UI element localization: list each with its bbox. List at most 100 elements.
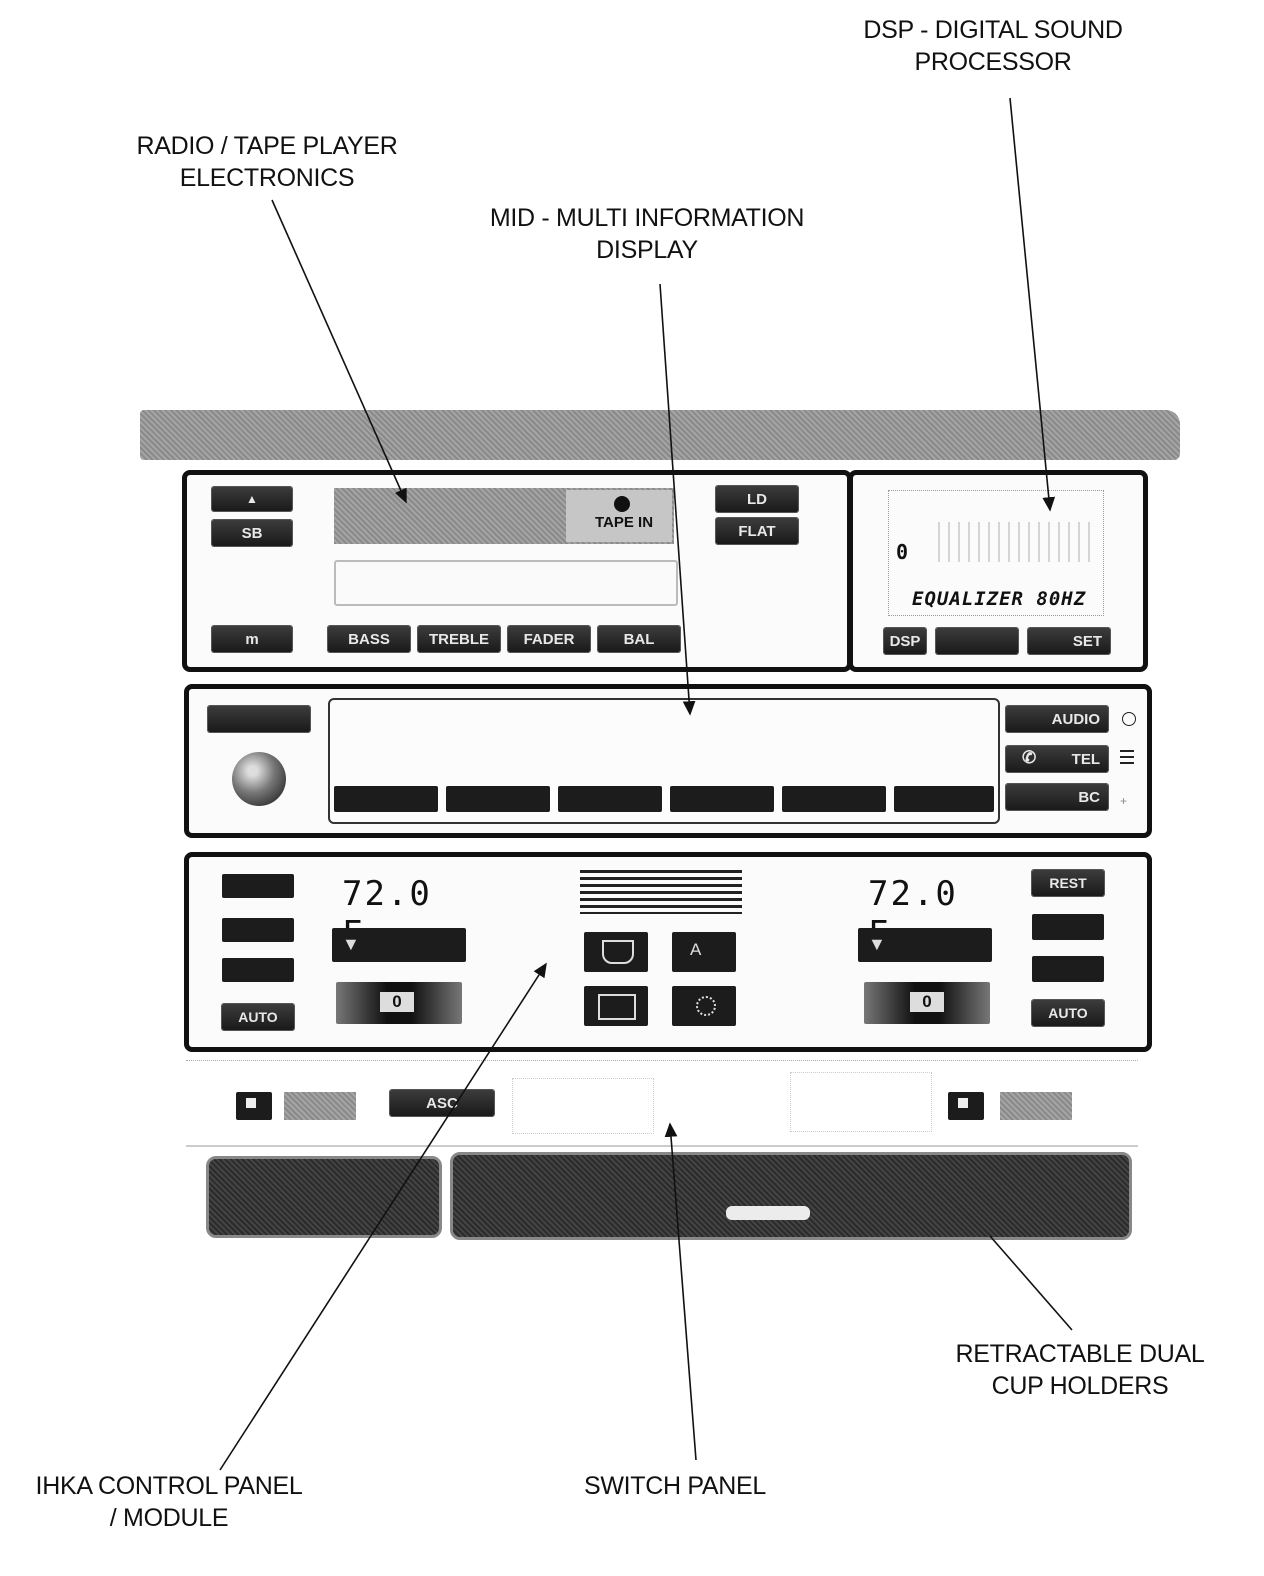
dsp-equalizer-bars (930, 522, 1090, 562)
temp-left-down-button[interactable]: ▼ (332, 928, 466, 962)
cup-holder-left[interactable] (206, 1156, 442, 1238)
dsp-level-value: 0 (896, 540, 909, 564)
asc-button[interactable]: ASC (390, 1090, 494, 1116)
dsp-leader (1009, 97, 1056, 512)
flat-button[interactable]: FLAT (716, 518, 798, 544)
dsp-button[interactable]: DSP (884, 628, 926, 654)
fader-button[interactable]: FADER (508, 626, 590, 652)
mid-callout-line1: MID - MULTI INFORMATION (489, 204, 805, 232)
phone-icon: ✆ (1022, 748, 1037, 767)
eject-button[interactable]: ▲ (212, 487, 292, 511)
dsp-callout-line1: DSP - DIGITAL SOUND (863, 16, 1123, 44)
switch-blank-1 (512, 1078, 654, 1134)
radio-display (334, 560, 678, 606)
tel-button[interactable]: ✆ TEL (1006, 746, 1108, 772)
set-button[interactable]: SET (1028, 628, 1110, 654)
ihka-callout-line1: IHKA CONTROL PANEL (35, 1472, 303, 1500)
fan-right-control[interactable]: 0 (864, 982, 990, 1024)
audio-button[interactable]: AUDIO (1006, 706, 1108, 732)
ihka-right-button-2[interactable] (1032, 914, 1104, 940)
mid-soft-key-3[interactable] (558, 786, 662, 812)
mid-top-left-button[interactable] (208, 706, 310, 732)
mid-rotary-knob[interactable] (232, 752, 286, 806)
bass-button[interactable]: BASS (328, 626, 410, 652)
windshield-defrost-icon (602, 940, 634, 964)
ld-button[interactable]: LD (716, 486, 798, 512)
ihka-leader (219, 962, 547, 1471)
auto-airflow-button[interactable]: A (672, 932, 736, 972)
switch-right-rocker[interactable] (1000, 1092, 1072, 1120)
windshield-defrost-button[interactable] (584, 932, 648, 972)
ihka-left-button-3[interactable] (222, 958, 294, 982)
eject-icon: ▲ (246, 492, 258, 506)
temp-right-display: 72.0 F (868, 874, 958, 954)
rear-defrost-button[interactable] (584, 986, 648, 1026)
tape-in-label: TAPE IN (594, 514, 654, 531)
bc-button[interactable]: BC (1006, 784, 1108, 810)
switch-blank-2 (790, 1072, 932, 1132)
recirculation-button[interactable] (672, 986, 736, 1026)
mid-soft-key-5[interactable] (782, 786, 886, 812)
temp-left-display: 72.0 F (342, 874, 432, 954)
recirculation-icon (696, 996, 716, 1016)
ihka-right-button-3[interactable] (1032, 956, 1104, 982)
fan-left-value: 0 (380, 992, 414, 1012)
dsp-callout-line2: PROCESSOR (914, 48, 1072, 76)
mid-leader (659, 283, 696, 716)
ihka-left-button-1[interactable] (222, 874, 294, 898)
cup-holder-leader (989, 1235, 1073, 1331)
rest-button[interactable]: REST (1032, 870, 1104, 896)
dsp-display-text: EQUALIZER 80HZ (912, 588, 1087, 610)
ihka-callout-line2: / MODULE (109, 1504, 229, 1532)
treble-button[interactable]: TREBLE (418, 626, 500, 652)
fan-right-value: 0 (910, 992, 944, 1012)
auto-airflow-icon: A (690, 940, 702, 959)
switch-panel (186, 1060, 1138, 1147)
mid-soft-key-6[interactable] (894, 786, 994, 812)
switch-panel-callout: SWITCH PANEL (540, 1470, 810, 1502)
center-vent-grille (580, 870, 742, 914)
mid-callout: MID - MULTI INFORMATION DISPLAY (462, 202, 832, 266)
radio-callout-line2: ELECTRONICS (179, 164, 355, 192)
cup-holder-callout-line2: CUP HOLDERS (991, 1372, 1169, 1400)
fan-left-control[interactable]: 0 (336, 982, 462, 1024)
mid-soft-key-4[interactable] (670, 786, 774, 812)
dashboard-top-strip (140, 410, 1180, 460)
cup-holder-handle[interactable] (726, 1206, 810, 1220)
menu-lines-icon (1120, 750, 1134, 764)
temp-right-down-button[interactable]: ▼ (858, 928, 992, 962)
mid-soft-key-1[interactable] (334, 786, 438, 812)
bal-button[interactable]: BAL (598, 626, 680, 652)
sb-button[interactable]: SB (212, 520, 292, 546)
radio-leader (271, 199, 407, 504)
m-button[interactable]: m (212, 626, 292, 652)
radio-callout: RADIO / TAPE PLAYER ELECTRONICS (112, 130, 422, 194)
cup-holder-callout: RETRACTABLE DUAL CUP HOLDERS (930, 1338, 1230, 1402)
switch-panel-leader (664, 1122, 697, 1461)
auto-right-button[interactable]: AUTO (1032, 1000, 1104, 1026)
dsp-display (888, 490, 1104, 616)
switch-left-icon-button[interactable] (236, 1092, 272, 1120)
mid-display (328, 698, 1000, 824)
ihka-left-button-2[interactable] (222, 918, 294, 942)
down-arrow-icon: ▼ (342, 934, 360, 954)
tape-in-led (614, 496, 630, 512)
auto-left-button[interactable]: AUTO (222, 1004, 294, 1030)
rear-defrost-icon (598, 994, 636, 1020)
switch-left-rocker[interactable] (284, 1092, 356, 1120)
cup-holder-right[interactable] (450, 1152, 1132, 1240)
switch-right-icon-button[interactable] (948, 1092, 984, 1120)
seat-heat-icon (246, 1098, 256, 1108)
dsp-blank-button[interactable] (936, 628, 1018, 654)
dsp-callout: DSP - DIGITAL SOUND PROCESSOR (838, 14, 1148, 78)
tel-label: TEL (1071, 750, 1100, 768)
mid-callout-line2: DISPLAY (596, 236, 698, 264)
clock-icon (1122, 712, 1136, 726)
radio-callout-line1: RADIO / TAPE PLAYER (136, 132, 398, 160)
bc-small-icon: + (1120, 794, 1128, 808)
mid-soft-key-2[interactable] (446, 786, 550, 812)
down-arrow-icon: ▼ (868, 934, 886, 954)
seat-heat-icon (958, 1098, 968, 1108)
ihka-callout: IHKA CONTROL PANEL / MODULE (14, 1470, 324, 1534)
